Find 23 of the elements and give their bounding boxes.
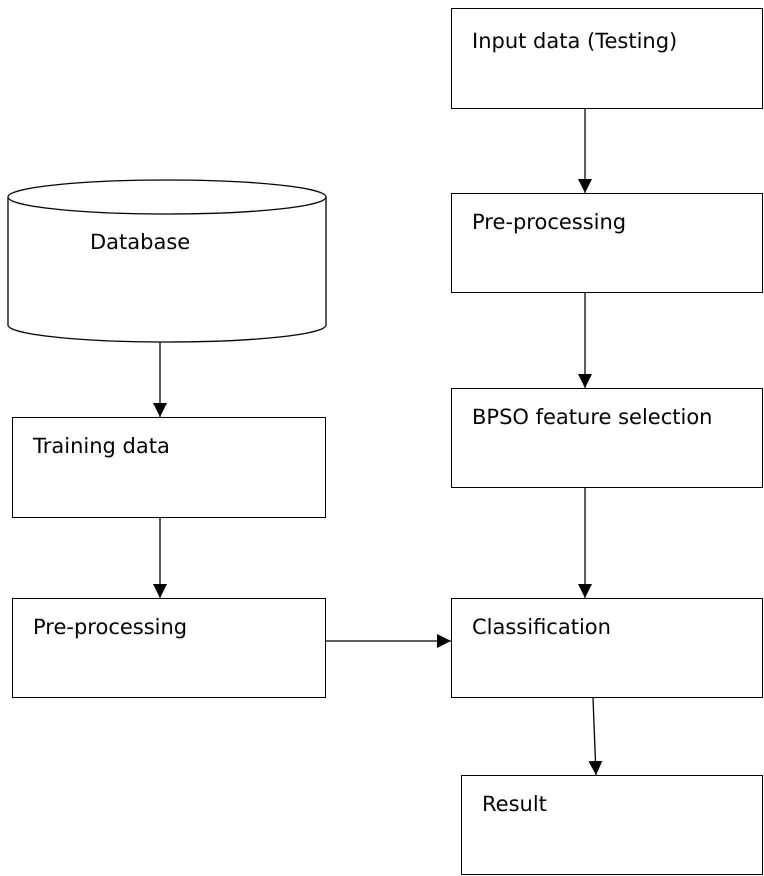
arrow	[578, 109, 592, 193]
box-label: Pre-processing	[33, 615, 188, 639]
arrow	[153, 342, 167, 417]
process-box	[12, 598, 326, 698]
process-box	[451, 193, 763, 293]
arrow	[578, 293, 592, 388]
box-label: Database	[90, 230, 190, 254]
arrow	[578, 488, 592, 598]
arrow	[588, 698, 602, 776]
box-label: Training data	[33, 434, 170, 458]
arrow	[153, 518, 167, 598]
box-label: Input data (Testing)	[472, 29, 678, 53]
box-label: BPSO feature selection	[472, 405, 712, 429]
process-box	[461, 775, 763, 875]
database-cylinder	[8, 180, 326, 342]
box-label: Classification	[472, 615, 611, 639]
arrow	[326, 634, 451, 648]
process-box	[451, 8, 763, 109]
box-label: Result	[482, 792, 547, 816]
process-box	[12, 417, 326, 518]
process-box	[451, 388, 763, 488]
box-label: Pre-processing	[472, 210, 626, 234]
process-box	[451, 598, 763, 698]
